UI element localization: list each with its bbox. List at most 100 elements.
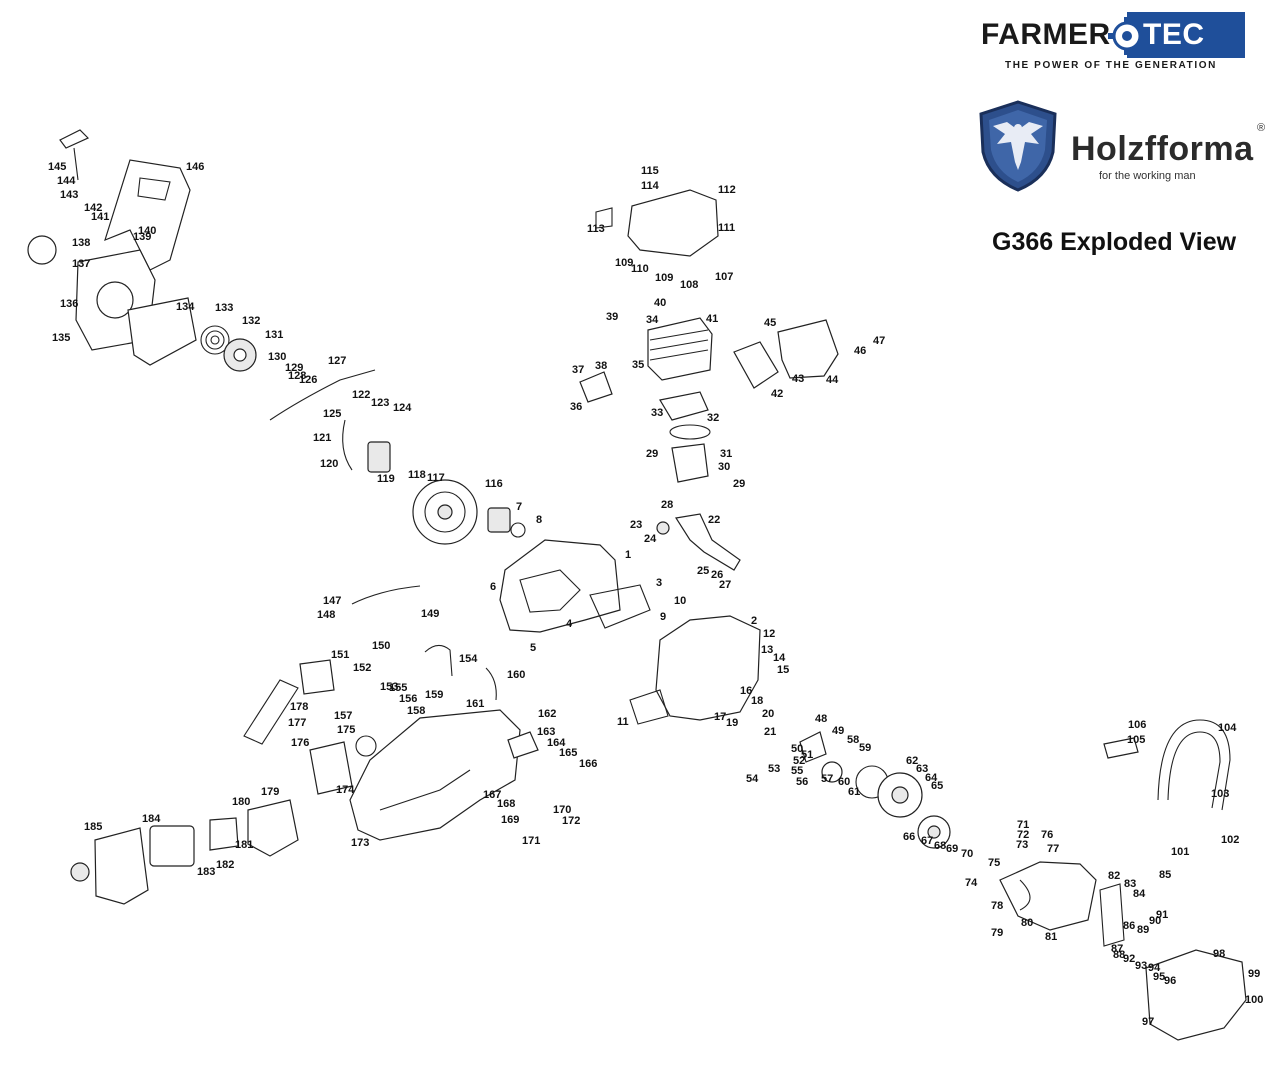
part-number-label: 79 bbox=[991, 927, 1003, 939]
part-number-label: 33 bbox=[651, 407, 663, 419]
part-number-label: 95 bbox=[1153, 971, 1165, 983]
part-number-label: 149 bbox=[421, 608, 439, 620]
part-number-label: 131 bbox=[265, 329, 283, 341]
throttle-cable bbox=[269, 369, 376, 421]
gasket bbox=[589, 584, 651, 629]
part-number-label: 8 bbox=[536, 514, 542, 526]
part-number-label: 100 bbox=[1245, 994, 1263, 1006]
part-number-label: 24 bbox=[644, 533, 657, 545]
part-number-label: 61 bbox=[848, 786, 860, 798]
part-number-label: 10 bbox=[674, 595, 686, 607]
part-number-label: 118 bbox=[408, 469, 426, 481]
eagle-shield-icon bbox=[979, 100, 1057, 192]
gear-icon bbox=[1108, 17, 1146, 55]
part-number-label: 81 bbox=[1045, 931, 1057, 943]
side-cover bbox=[243, 679, 299, 745]
part-number-label: 30 bbox=[718, 461, 730, 473]
part-number-label: 45 bbox=[764, 317, 776, 329]
part-number-label: 153 bbox=[380, 681, 398, 693]
part-number-label: 101 bbox=[1171, 846, 1189, 858]
logo-blue-box bbox=[1127, 12, 1245, 58]
cylinder bbox=[647, 317, 713, 381]
part-number-label: 87 bbox=[1111, 943, 1123, 955]
part-number-label: 156 bbox=[399, 693, 417, 705]
part-number-label: 121 bbox=[313, 432, 331, 444]
part-number-label: 70 bbox=[961, 848, 973, 860]
part-number-label: 35 bbox=[632, 359, 644, 371]
part-number-label: 108 bbox=[680, 279, 698, 291]
part-number-label: 139 bbox=[133, 231, 151, 243]
part-number-label: 28 bbox=[661, 499, 673, 511]
part-number-label: 110 bbox=[631, 263, 649, 275]
filter-base bbox=[247, 799, 299, 857]
part-number-label: 148 bbox=[317, 609, 335, 621]
registered-mark: ® bbox=[1257, 122, 1266, 134]
part-number-label: 98 bbox=[1213, 948, 1225, 960]
part-number-label: 126 bbox=[299, 374, 317, 386]
part-number-label: 167 bbox=[483, 789, 501, 801]
part-number-label: 22 bbox=[708, 514, 720, 526]
part-number-label: 89 bbox=[1137, 924, 1149, 936]
part-number-label: 171 bbox=[522, 835, 540, 847]
part-number-label: 102 bbox=[1221, 834, 1239, 846]
part-number-label: 80 bbox=[1021, 917, 1033, 929]
brand-name: Holzfforma bbox=[1071, 130, 1254, 168]
part-number-label: 15 bbox=[777, 664, 789, 676]
part-number-label: 151 bbox=[331, 649, 349, 661]
part-number-label: 136 bbox=[60, 298, 78, 310]
part-number-label: 62 bbox=[906, 755, 918, 767]
part-number-label: 179 bbox=[261, 786, 279, 798]
part-number-label: 96 bbox=[1164, 975, 1176, 987]
part-number-label: 4 bbox=[566, 618, 573, 630]
part-number-label: 134 bbox=[176, 301, 195, 313]
part-number-label: 86 bbox=[1123, 920, 1135, 932]
part-number-label: 178 bbox=[290, 701, 308, 713]
part-number-label: 111 bbox=[718, 222, 735, 234]
part-number-label: 184 bbox=[142, 813, 161, 825]
logo-word-tec: TEC bbox=[1143, 18, 1205, 51]
part-number-label: 129 bbox=[285, 362, 303, 374]
part-number-label: 46 bbox=[854, 345, 866, 357]
part-number-label: 97 bbox=[1142, 1016, 1154, 1028]
part-number-label: 65 bbox=[931, 780, 943, 792]
carburetor bbox=[309, 741, 353, 795]
part-number-label: 124 bbox=[393, 402, 412, 414]
main-housing bbox=[349, 709, 521, 841]
air-filter-cover bbox=[94, 827, 149, 905]
part-number-label: 157 bbox=[334, 710, 352, 722]
part-number-label: 6 bbox=[490, 581, 496, 593]
part-number-label: 50 bbox=[791, 743, 803, 755]
part-number-label: 173 bbox=[351, 837, 369, 849]
part-number-label: 56 bbox=[796, 776, 808, 788]
part-number-label: 145 bbox=[48, 161, 66, 173]
part-number-label: 53 bbox=[768, 763, 780, 775]
part-number-label: 40 bbox=[654, 297, 666, 309]
part-number-label: 9 bbox=[660, 611, 666, 623]
part-number-label: 5 bbox=[530, 642, 536, 654]
part-number-label: 47 bbox=[873, 335, 885, 347]
part-number-label: 164 bbox=[547, 737, 566, 749]
part-number-label: 52 bbox=[793, 755, 805, 767]
part-number-label: 103 bbox=[1211, 788, 1229, 800]
part-number-label: 17 bbox=[714, 711, 726, 723]
part-number-label: 39 bbox=[606, 311, 618, 323]
part-number-label: 116 bbox=[485, 478, 503, 490]
crankcase-left bbox=[499, 539, 621, 633]
sprocket-cover bbox=[1145, 949, 1247, 1041]
oil-pump-right bbox=[799, 731, 827, 763]
muffler bbox=[777, 319, 839, 379]
part-number-label: 112 bbox=[718, 184, 736, 196]
part-number-label: 1 bbox=[625, 549, 631, 561]
part-number-label: 72 bbox=[1017, 829, 1029, 841]
part-number-label: 32 bbox=[707, 412, 719, 424]
part-number-label: 88 bbox=[1113, 949, 1125, 961]
part-number-label: 182 bbox=[216, 859, 234, 871]
part-number-label: 105 bbox=[1127, 734, 1145, 746]
logo-word-farmer: FARMER bbox=[981, 18, 1111, 51]
part-number-label: 125 bbox=[323, 408, 341, 420]
part-number-label: 104 bbox=[1218, 722, 1237, 734]
part-number-label: 3 bbox=[656, 577, 662, 589]
piston-ring bbox=[669, 424, 711, 440]
part-number-label: 120 bbox=[320, 458, 338, 470]
part-number-label: 132 bbox=[242, 315, 260, 327]
